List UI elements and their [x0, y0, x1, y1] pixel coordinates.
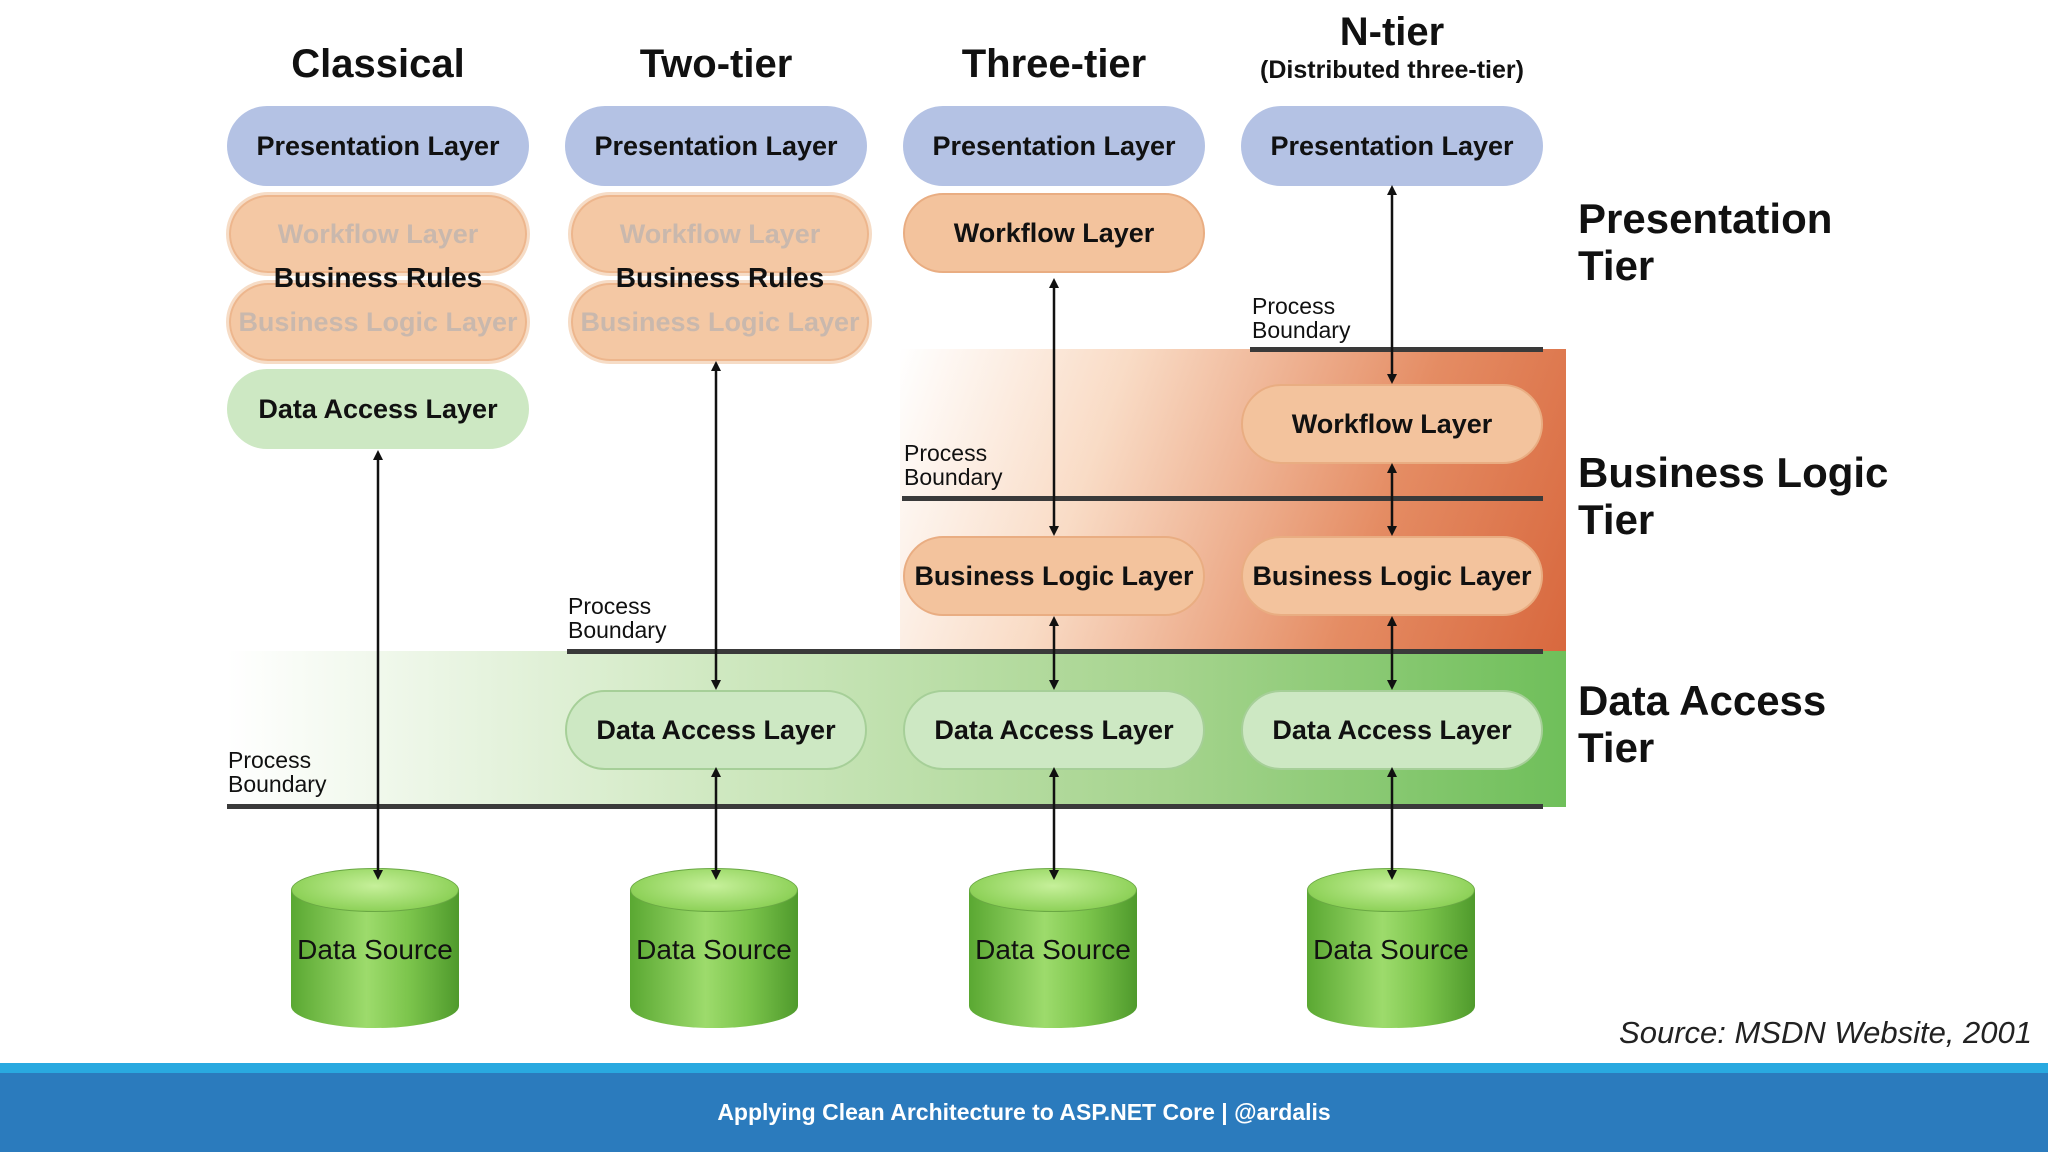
three-tier-data-source-label: Data Source [975, 934, 1131, 965]
tier-label-business: Business Logic Tier [1578, 449, 1888, 543]
source-citation: Source: MSDN Website, 2001 [1619, 1015, 2032, 1050]
process-boundary-label-classical: Process Boundary [228, 748, 326, 796]
process-boundary-label-two-tier-line1: Process [568, 593, 652, 619]
tier-label-data-line2: Tier [1578, 724, 1655, 771]
classical-data-source: Data Source [291, 868, 459, 1028]
two-tier-business-rules-label: Business Rules [615, 262, 825, 293]
process-boundary-line-three-tier [902, 496, 1543, 501]
process-boundary-label-two-tier: Process Boundary [568, 594, 666, 642]
column-title-classical: Classical [291, 42, 465, 86]
two-tier-data-source: Data Source [630, 868, 798, 1028]
process-boundary-label-n-tier-line2: Boundary [1252, 317, 1351, 343]
tier-label-business-line1: Business Logic [1578, 449, 1889, 496]
tier-label-data-line1: Data Access [1578, 677, 1827, 724]
process-boundary-label-n-tier-line1: Process [1252, 293, 1336, 319]
three-tier-workflow-layer: Workflow Layer [903, 193, 1205, 273]
column-title-three-tier: Three-tier [961, 42, 1147, 86]
tier-label-business-line2: Tier [1578, 496, 1655, 543]
two-tier-workflow-layer-faded: Workflow Layer [568, 192, 872, 276]
process-boundary-label-two-tier-line2: Boundary [568, 617, 667, 643]
classical-presentation-layer: Presentation Layer [227, 106, 529, 186]
n-tier-data-source: Data Source [1307, 868, 1475, 1028]
footer-accent-stripe [0, 1063, 2048, 1073]
n-tier-business-logic-layer: Business Logic Layer [1241, 536, 1543, 616]
two-tier-data-source-label: Data Source [636, 934, 792, 965]
process-boundary-label-three-tier-line1: Process [904, 440, 988, 466]
n-tier-data-access-layer: Data Access Layer [1241, 690, 1543, 770]
classical-workflow-layer-faded: Workflow Layer [226, 192, 530, 276]
tier-label-presentation-line1: Presentation [1578, 195, 1833, 242]
three-tier-data-access-layer: Data Access Layer [903, 690, 1205, 770]
footer-text: Applying Clean Architecture to ASP.NET C… [717, 1099, 1331, 1125]
classical-business-rules-stack: Workflow Layer Business Logic Layer Busi… [226, 192, 530, 368]
two-tier-business-rules-stack: Workflow Layer Business Logic Layer Busi… [568, 192, 872, 368]
n-tier-workflow-layer: Workflow Layer [1241, 384, 1543, 464]
classical-business-rules-label: Business Rules [273, 262, 483, 293]
process-boundary-label-classical-line1: Process [228, 747, 312, 773]
n-tier-presentation-layer: Presentation Layer [1241, 106, 1543, 186]
three-tier-business-logic-layer: Business Logic Layer [903, 536, 1205, 616]
tier-label-presentation: Presentation Tier [1578, 195, 1832, 289]
process-boundary-label-classical-line2: Boundary [228, 771, 327, 797]
tier-label-presentation-line2: Tier [1578, 242, 1655, 289]
column-title-two-tier: Two-tier [639, 42, 793, 86]
n-tier-data-source-label: Data Source [1313, 934, 1469, 965]
process-boundary-line-classical [227, 804, 1543, 809]
tier-label-data: Data Access Tier [1578, 677, 1826, 771]
footer-bar: Applying Clean Architecture to ASP.NET C… [0, 1073, 2048, 1152]
process-boundary-label-three-tier-line2: Boundary [904, 464, 1003, 490]
two-tier-presentation-layer: Presentation Layer [565, 106, 867, 186]
column-subtitle-n-tier: (Distributed three-tier) [1260, 56, 1524, 84]
three-tier-presentation-layer: Presentation Layer [903, 106, 1205, 186]
process-boundary-label-three-tier: Process Boundary [904, 441, 1002, 489]
classical-data-access-layer: Data Access Layer [227, 369, 529, 449]
classical-business-logic-layer-faded: Business Logic Layer [226, 280, 530, 364]
classical-data-source-label: Data Source [297, 934, 453, 965]
column-title-n-tier: N-tier [1339, 10, 1445, 54]
process-boundary-label-n-tier: Process Boundary [1252, 294, 1350, 342]
